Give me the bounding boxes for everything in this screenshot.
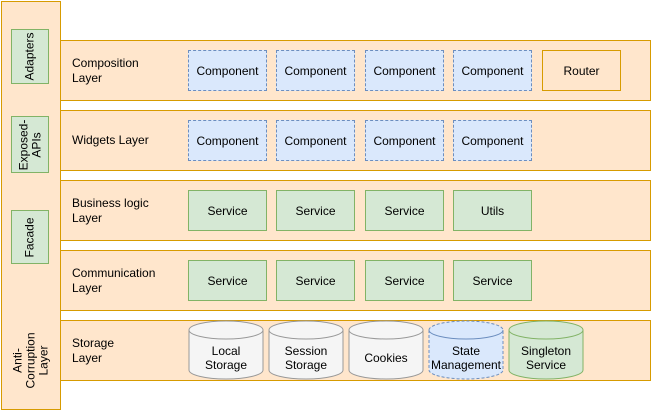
- widgets-layer-label: Widgets Layer: [72, 133, 149, 147]
- utils-box: Utils: [453, 190, 532, 231]
- component-box: Component: [276, 120, 355, 161]
- business-logic-layer-label: Business logic Layer: [72, 195, 149, 225]
- component-box: Component: [188, 50, 267, 91]
- anti-corruption-layer-box: Anti- Corruption Layer: [1, 310, 61, 410]
- cylinder-rim: [188, 329, 264, 340]
- business-logic-layer: [60, 180, 651, 241]
- adapters-box: Adapters: [11, 29, 49, 84]
- cylinder-body: [428, 320, 504, 380]
- facade-label: Facade: [22, 216, 37, 258]
- adapters-label: Adapters: [22, 32, 37, 81]
- service-box: Service: [276, 190, 355, 231]
- storage-layer-label: Storage Layer: [72, 335, 115, 365]
- local-storage-cylinder: Local Storage: [188, 320, 264, 380]
- service-box: Service: [365, 190, 444, 231]
- cylinder-rim: [428, 329, 504, 340]
- widgets-layer: [60, 110, 651, 171]
- component-box: Component: [276, 50, 355, 91]
- exposed-apis-label: Exposed- APIs: [16, 119, 44, 170]
- cylinder-shape: [348, 320, 424, 380]
- cylinder-shape: [428, 320, 504, 380]
- composition-layer-label: Composition Layer: [72, 55, 139, 85]
- singleton-service-label: Singleton Service: [520, 344, 572, 372]
- cylinder-body: [348, 320, 424, 380]
- service-box: Service: [453, 260, 532, 301]
- state-management-cylinder: State Management: [428, 320, 504, 380]
- service-box: Service: [188, 190, 267, 231]
- cylinder-body: [268, 320, 344, 380]
- anti-corruption-layer-label: Anti- Corruption Layer: [10, 331, 51, 389]
- cylinder-body: [508, 320, 584, 380]
- cylinder-shape: [188, 320, 264, 380]
- service-box: Service: [188, 260, 267, 301]
- router-box: Router: [542, 50, 621, 91]
- component-box: Component: [453, 120, 532, 161]
- component-box: Component: [453, 50, 532, 91]
- cylinder-shape: [268, 320, 344, 380]
- exposed-apis-box: Exposed- APIs: [11, 116, 49, 173]
- cylinder-rim: [508, 329, 584, 340]
- cookies-cylinder: Cookies: [348, 320, 424, 380]
- cylinder-rim: [348, 329, 424, 340]
- cylinder-rim: [268, 329, 344, 340]
- communication-layer: [60, 250, 651, 311]
- service-box: Service: [276, 260, 355, 301]
- singleton-service-cylinder: Singleton Service: [508, 320, 584, 380]
- cookies-label: Cookies: [364, 351, 408, 365]
- cylinder-shape: [508, 320, 584, 380]
- state-management-label: State Management: [430, 344, 502, 372]
- service-box: Service: [365, 260, 444, 301]
- local-storage-label: Local Storage: [204, 344, 248, 372]
- communication-layer-label: Communication Layer: [72, 265, 156, 295]
- session-storage-label: Session Storage: [284, 344, 328, 372]
- cylinder-body: [188, 320, 264, 380]
- component-box: Component: [365, 50, 444, 91]
- component-box: Component: [188, 120, 267, 161]
- component-box: Component: [365, 120, 444, 161]
- session-storage-cylinder: Session Storage: [268, 320, 344, 380]
- facade-box: Facade: [11, 210, 49, 264]
